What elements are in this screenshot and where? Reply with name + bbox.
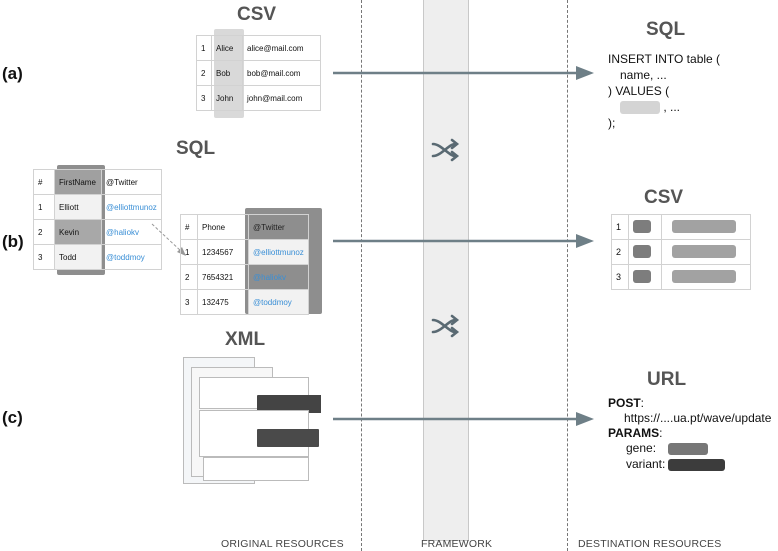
table-header-row: # FirstName @Twitter bbox=[33, 169, 162, 195]
table-row: 3 132475 @toddmoy bbox=[180, 289, 309, 315]
column-header: @Twitter bbox=[248, 214, 309, 240]
cell-twitter: @toddmoy bbox=[101, 244, 162, 270]
sql-source-table-1: # FirstName @Twitter 1 Elliott @elliottm… bbox=[33, 165, 162, 275]
sql-destination-title: SQL bbox=[646, 19, 686, 40]
csv-destination-table: 1 2 3 bbox=[611, 214, 751, 290]
param-gene: gene: bbox=[608, 441, 771, 457]
row-label-b: (b) bbox=[2, 232, 24, 251]
sql-values-suffix: , ... bbox=[663, 100, 681, 114]
cell-placeholder bbox=[628, 239, 662, 265]
shuffle-icon bbox=[431, 138, 460, 162]
table-row: 2 7654321 @haliokv bbox=[180, 264, 309, 290]
cell-phone: 7654321 bbox=[197, 264, 249, 290]
sql-source-title: SQL bbox=[176, 138, 216, 159]
params-line: PARAMS: bbox=[608, 426, 771, 441]
cell-placeholder bbox=[628, 264, 662, 290]
cell-placeholder bbox=[661, 214, 751, 240]
divider-right bbox=[567, 0, 568, 551]
arrowhead-c bbox=[576, 412, 594, 426]
row-number: 1 bbox=[611, 214, 629, 240]
row-label-a: (a) bbox=[2, 64, 23, 83]
cell-twitter: @elliottmunoz bbox=[101, 194, 162, 220]
param-gene-label: gene: bbox=[626, 441, 657, 455]
sql-line: name, ... bbox=[620, 68, 667, 82]
cell-phone: 1234567 bbox=[197, 239, 249, 265]
params-label: PARAMS bbox=[608, 426, 660, 440]
cell-twitter: @toddmoy bbox=[248, 289, 309, 315]
table-row: 2 bbox=[611, 239, 751, 265]
table-row: 2 Bob bob@mail.com bbox=[196, 60, 321, 86]
row-number: 2 bbox=[611, 239, 629, 265]
sql-line: ); bbox=[608, 116, 616, 130]
row-number: 3 bbox=[611, 264, 629, 290]
xml-dark-bar bbox=[257, 395, 319, 413]
table-row: 3 Todd @toddmoy bbox=[33, 244, 162, 270]
cell-name: Todd bbox=[54, 244, 102, 270]
cell-twitter: @haliokv bbox=[248, 264, 309, 290]
sql-line: INSERT INTO table ( bbox=[608, 52, 721, 66]
table-header-row: # Phone @Twitter bbox=[180, 214, 309, 240]
url-destination-request: POST: https://....ua.pt/wave/update PARA… bbox=[608, 396, 771, 473]
param-variant: variant: bbox=[608, 457, 771, 473]
cell-email: john@mail.com bbox=[242, 85, 321, 111]
xml-source-windows bbox=[181, 355, 321, 485]
cell-name: Bob bbox=[211, 60, 243, 86]
table-row: 1 Elliott @elliottmunoz bbox=[33, 194, 162, 220]
post-label: POST bbox=[608, 396, 641, 410]
params-colon: : bbox=[659, 426, 663, 440]
cell-email: bob@mail.com bbox=[242, 60, 321, 86]
xml-window bbox=[203, 457, 309, 481]
table-row: 3 bbox=[611, 264, 751, 290]
cell-placeholder bbox=[661, 239, 751, 265]
arrowhead-a bbox=[576, 66, 594, 80]
footer-destination-resources: DESTINATION RESOURCES bbox=[578, 538, 722, 550]
sql-source-table-2: # Phone @Twitter 1 1234567 @elliottmunoz… bbox=[180, 208, 322, 315]
cell-name: Elliott bbox=[54, 194, 102, 220]
column-header: Phone bbox=[197, 214, 249, 240]
param-gene-value bbox=[668, 442, 708, 455]
xml-source-title: XML bbox=[225, 329, 266, 350]
csv-destination-title: CSV bbox=[644, 187, 684, 208]
cell-placeholder bbox=[628, 214, 662, 240]
table-row: 3 John john@mail.com bbox=[196, 85, 321, 111]
footer-framework: FRAMEWORK bbox=[421, 538, 493, 550]
param-variant-label: variant: bbox=[626, 457, 666, 471]
value-placeholder bbox=[620, 101, 660, 115]
column-header: @Twitter bbox=[101, 169, 162, 195]
table-row: 1 1234567 @elliottmunoz bbox=[180, 239, 309, 265]
framework-bar bbox=[423, 0, 469, 541]
post-colon: : bbox=[640, 396, 645, 410]
sql-line: , ... bbox=[608, 99, 720, 115]
cell-phone: 132475 bbox=[197, 289, 249, 315]
csv-source-table: 1 Alice alice@mail.com 2 Bob bob@mail.co… bbox=[196, 29, 321, 118]
footer-original-resources: ORIGINAL RESOURCES bbox=[221, 538, 344, 550]
table-row: 1 bbox=[611, 214, 751, 240]
cell-name: John bbox=[211, 85, 243, 111]
arrowhead-b bbox=[576, 234, 594, 248]
divider-left bbox=[361, 0, 362, 551]
csv-source-title: CSV bbox=[237, 4, 277, 25]
post-line: POST: bbox=[608, 396, 771, 411]
param-variant-value bbox=[668, 458, 725, 471]
cell-twitter: @elliottmunoz bbox=[248, 239, 309, 265]
table-row: 2 Kevin @haliokv bbox=[33, 219, 162, 245]
table-row: 1 Alice alice@mail.com bbox=[196, 35, 321, 61]
sql-destination-code: INSERT INTO table ( name, ... ) VALUES (… bbox=[608, 51, 720, 131]
cell-placeholder bbox=[661, 264, 751, 290]
request-url: https://....ua.pt/wave/update bbox=[624, 411, 772, 425]
sql-line: ) VALUES ( bbox=[608, 84, 670, 98]
xml-dark-bar bbox=[257, 429, 319, 447]
cell-name: Kevin bbox=[54, 219, 102, 245]
url-destination-title: URL bbox=[647, 369, 687, 390]
row-label-c: (c) bbox=[2, 408, 23, 427]
shuffle-icon bbox=[431, 314, 460, 338]
